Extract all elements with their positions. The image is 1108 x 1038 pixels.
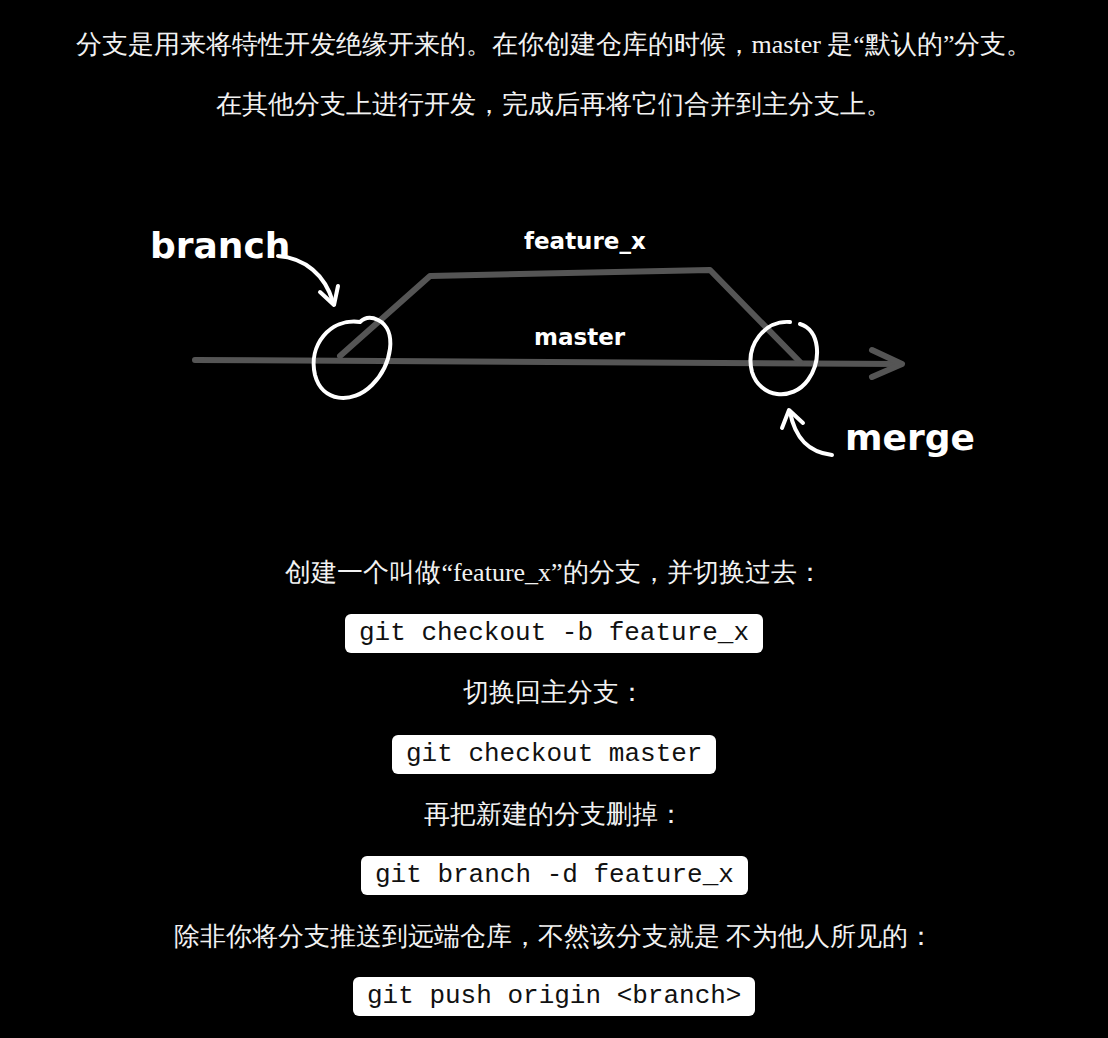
code-box: git checkout master bbox=[392, 735, 716, 774]
callout-label: merge bbox=[845, 416, 975, 460]
code-text: git checkout master bbox=[406, 739, 702, 769]
branch-circle bbox=[314, 318, 391, 398]
instruction-text: 再把新建的分支删掉： bbox=[0, 795, 1108, 835]
instruction-text: 除非你将分支推送到远端仓库，不然该分支就是 不为他人所见的： bbox=[0, 917, 1108, 957]
merge-arrowhead bbox=[782, 410, 803, 428]
instruction-text: 切换回主分支： bbox=[0, 673, 1108, 713]
master-line bbox=[195, 360, 900, 364]
branch-name-label: master bbox=[534, 322, 625, 352]
code-text: git push origin <branch> bbox=[367, 981, 741, 1011]
instruction-text: 创建一个叫做“feature_x”的分支，并切换过去： bbox=[0, 553, 1108, 593]
intro-paragraph: 分支是用来将特性开发绝缘开来的。在你创建仓库的时候，master 是“默认的”分… bbox=[64, 15, 1044, 135]
branch-arrowhead bbox=[320, 286, 338, 305]
branch-name-label: feature_x bbox=[524, 226, 646, 256]
code-text: git branch -d feature_x bbox=[375, 860, 734, 890]
code-text: git checkout -b feature_x bbox=[359, 618, 749, 648]
code-box: git branch -d feature_x bbox=[361, 856, 748, 895]
callout-label: branch bbox=[150, 224, 290, 268]
master-arrowhead bbox=[872, 350, 902, 377]
feature-line bbox=[340, 270, 800, 362]
merge-circle bbox=[751, 322, 817, 394]
code-box: git push origin <branch> bbox=[353, 977, 755, 1016]
code-box: git checkout -b feature_x bbox=[345, 614, 763, 653]
